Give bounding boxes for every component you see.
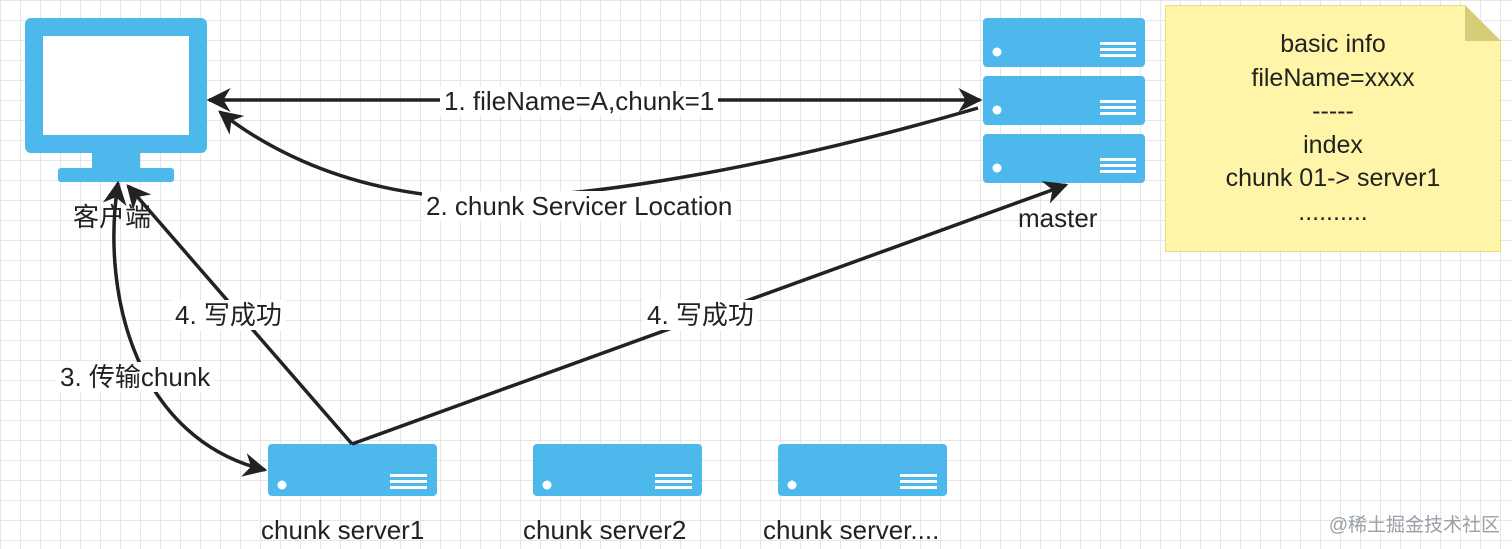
chunk-server-more-label: chunk server.... (763, 515, 940, 545)
chunk-server1-label: chunk server1 (261, 515, 425, 545)
note-line: ----- (1312, 97, 1354, 125)
master-server-icon (983, 18, 1145, 183)
chunk-server-more-icon (778, 444, 947, 496)
edge-ack-client-label: 4. 写成功 (171, 300, 286, 330)
edge-ack-master-label: 4. 写成功 (643, 300, 758, 330)
client-label: 客户端 (73, 202, 152, 232)
watermark: @稀土掘金技术社区 (1328, 515, 1500, 536)
master-label: master (1018, 203, 1098, 233)
note-text: basic info fileName=xxxx ----- index chu… (1165, 28, 1501, 229)
edge-response-line (218, 106, 979, 200)
chunk-server2-icon (533, 444, 702, 496)
edge-request-label: 1. fileName=A,chunk=1 (440, 86, 719, 116)
chunk-server1-icon (268, 444, 437, 496)
edge-transfer-line (102, 180, 268, 477)
note-line: basic info (1280, 30, 1386, 58)
edge-response-label: 2. chunk Servicer Location (422, 191, 737, 221)
basic-info-note (1165, 5, 1501, 252)
note-line: chunk 01-> server1 (1225, 164, 1441, 192)
note-line: fileName=xxxx (1251, 63, 1415, 92)
client-monitor-icon (25, 18, 207, 182)
note-line: .......... (1298, 197, 1368, 226)
note-line: index (1303, 130, 1363, 159)
edge-transfer-label: 3. 传输chunk (56, 362, 215, 392)
chunk-server2-label: chunk server2 (523, 515, 687, 545)
